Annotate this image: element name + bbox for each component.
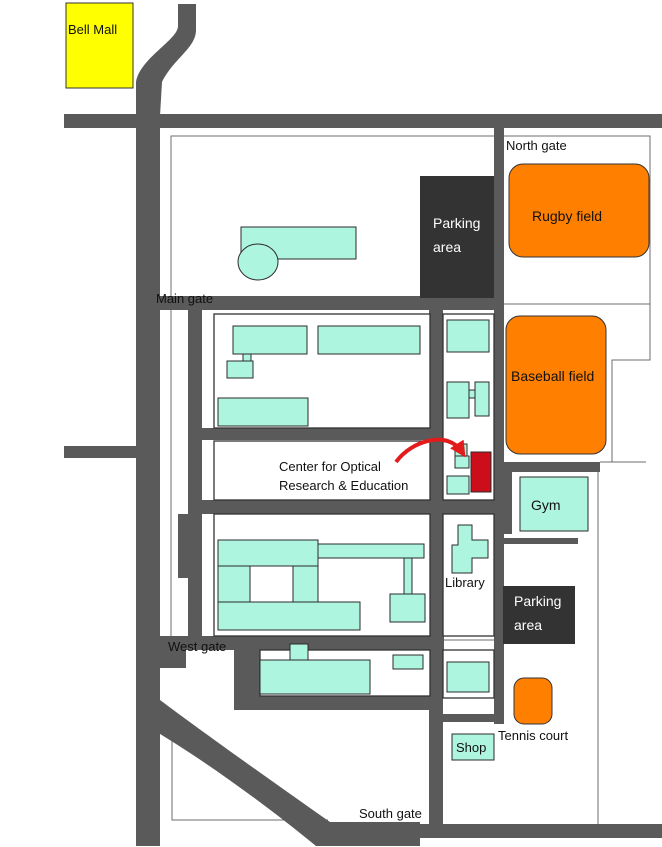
bell-mall[interactable]: Bell Mall: [65, 2, 134, 89]
west-gate-road: [160, 636, 444, 650]
gym-connector: [504, 472, 512, 534]
east-north-road: [494, 128, 504, 304]
tennis-court-label: Tennis court: [498, 728, 568, 743]
tennis-court[interactable]: Tennis court: [498, 677, 568, 743]
rugby-field[interactable]: Rugby field: [508, 163, 650, 258]
gym-label: Gym: [531, 497, 561, 513]
rugby-field-label: Rugby field: [532, 208, 602, 224]
lower-block-road: [234, 696, 430, 710]
inner-west-bar: [178, 514, 190, 578]
library[interactable]: Library: [445, 524, 489, 590]
creol-building[interactable]: [470, 451, 492, 493]
baseball-field[interactable]: Baseball field: [505, 315, 607, 455]
main-gate-label: Main gate: [156, 291, 213, 306]
parking-area-south-label-1: Parking: [514, 593, 561, 609]
library-label: Library: [445, 575, 485, 590]
upper-right-buildings: [446, 319, 490, 495]
south-gate-label: South gate: [359, 806, 422, 821]
parking-area-north-label-1: Parking: [433, 215, 480, 231]
creol-callout: Center for Optical Research & Education: [279, 437, 466, 493]
south-road: [420, 824, 662, 838]
north-building[interactable]: [237, 226, 357, 281]
west-gate-spur: [160, 650, 186, 668]
road-network: [64, 4, 662, 846]
tennis-road: [443, 714, 504, 722]
curved-arrow-icon: [394, 437, 466, 464]
west-main-road: [136, 114, 160, 846]
north-road: [64, 114, 662, 128]
creol-label-1: Center for Optical: [279, 459, 381, 474]
north-gate-label: North gate: [506, 138, 567, 153]
north-road-diagonal: [136, 4, 196, 116]
baseball-field-label: Baseball field: [511, 368, 594, 384]
parking-area-south-label-2: area: [514, 617, 542, 633]
lower-left-buildings: [259, 643, 490, 695]
inner-west-road: [188, 310, 202, 650]
main-gate-road: [160, 296, 504, 310]
parking-area-south[interactable]: Parking area: [503, 586, 575, 644]
lower-building-complex: [217, 539, 426, 631]
gate-labels: North gate Main gate West gate South gat…: [156, 138, 567, 821]
gym-spur: [504, 538, 578, 544]
parking-area-north-label-2: area: [433, 239, 461, 255]
upper-block-buildings: [217, 325, 421, 427]
inner-mid-road: [202, 428, 494, 440]
west-gate-label: West gate: [168, 639, 226, 654]
shop[interactable]: Shop: [451, 733, 495, 761]
inner-central-road: [429, 310, 443, 830]
gym[interactable]: Gym: [519, 476, 589, 532]
bell-mall-label: Bell Mall: [68, 22, 117, 37]
creol-label-2: Research & Education: [279, 478, 408, 493]
parking-area-north[interactable]: Parking area: [420, 176, 494, 298]
south-diagonal-road: [136, 700, 420, 846]
inner-lower-road: [202, 500, 494, 514]
west-connector-road: [64, 446, 136, 458]
shop-label: Shop: [456, 740, 486, 755]
east-campus-road: [494, 304, 504, 724]
east-gym-road: [504, 462, 600, 472]
